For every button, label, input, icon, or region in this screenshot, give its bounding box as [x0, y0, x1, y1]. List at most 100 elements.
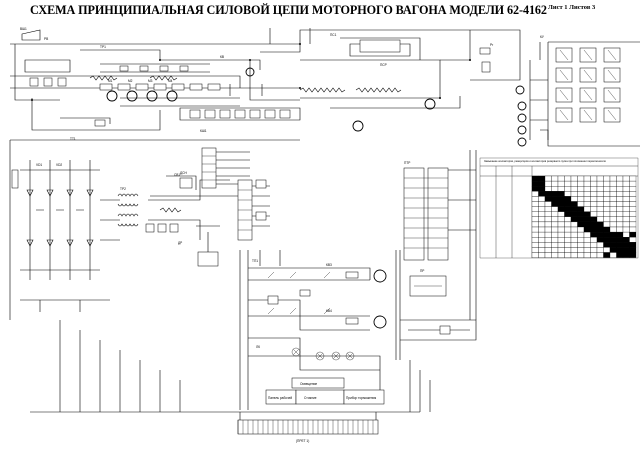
table-header: Замыкание контакторов, реверсоров и конт… [484, 159, 606, 163]
table-cell [609, 201, 617, 207]
table-cell [616, 175, 624, 182]
block-pr-label: ПР [420, 269, 424, 273]
motor-1-label: M1 [108, 79, 113, 83]
resistor-bank [517, 41, 640, 147]
motor-1-symbol [106, 90, 118, 102]
table-cell [557, 196, 565, 202]
table-cell [583, 221, 591, 228]
table-cell [551, 252, 559, 258]
top-power-circuit: ВШ1 РВ ТР1 КВ ПС1 ПСР M1 M2 M3 M4 ТТ1 КШ… [10, 27, 545, 141]
table-cell [564, 180, 572, 187]
table-cell [583, 231, 591, 238]
table-cell [603, 186, 611, 192]
table-cell [538, 196, 546, 202]
table-cell [609, 226, 617, 233]
connector-cells [237, 420, 374, 434]
table-cell [629, 226, 637, 233]
bottom-connector-label: (ПРЕТ 1) [296, 439, 309, 443]
table-cell [596, 226, 604, 233]
table-cell [557, 252, 565, 258]
drive-circuit: КВ3 КВ4 ТП1 ЛК Освещение Панель рабочей … [239, 250, 387, 410]
table-cell [596, 175, 604, 182]
svg-text:ЛК: ЛК [256, 345, 260, 349]
table-cell [622, 231, 630, 238]
table-cell [583, 186, 591, 192]
table-cell [538, 180, 546, 187]
table-cell [564, 211, 572, 217]
table-cell [531, 206, 539, 212]
table-cell [557, 180, 565, 187]
table-cell [609, 231, 617, 238]
table-cell [629, 196, 637, 202]
table-cell [557, 175, 565, 182]
table-cell [577, 196, 585, 202]
table-cell [609, 242, 617, 248]
table-cell [590, 216, 598, 223]
table-cell [609, 180, 617, 187]
table-cell [609, 252, 617, 258]
table-cell [557, 221, 565, 228]
table-cell [538, 221, 546, 228]
table-cell [603, 226, 611, 233]
table-cell [557, 191, 565, 197]
svg-text:ДР: ДР [178, 241, 182, 245]
table-cell [557, 226, 565, 233]
table-cell [570, 221, 578, 228]
table-cell [583, 201, 591, 207]
table-cell [577, 175, 585, 182]
table-cell [538, 175, 546, 182]
motor-3-symbol [146, 90, 158, 102]
table-cell [609, 186, 617, 192]
table-cell [596, 237, 604, 243]
table-cell [531, 231, 539, 238]
table-cell [570, 252, 578, 258]
table-cell [609, 196, 617, 202]
table-cell [622, 211, 630, 217]
svg-text:ПСР: ПСР [380, 63, 387, 67]
diagram-title: СХЕМА ПРИНЦИПИАЛЬНАЯ СИЛОВОЙ ЦЕПИ МОТОРН… [30, 3, 547, 17]
table-cell [590, 175, 598, 182]
table-cell [551, 201, 559, 207]
table-cell [590, 191, 598, 197]
table-cell [616, 196, 624, 202]
table-cell [616, 180, 624, 187]
table-cell [551, 221, 559, 228]
table-cell [570, 196, 578, 202]
relay-block-label: ДСН [180, 171, 187, 175]
table-cell [616, 191, 624, 197]
table-cell [564, 206, 572, 212]
table-cell [616, 206, 624, 212]
table-cell [583, 247, 591, 253]
table-cell [564, 242, 572, 248]
table-cell [603, 247, 611, 253]
table-cell [577, 242, 585, 248]
table-cell [544, 242, 552, 248]
table-cell [531, 237, 539, 243]
table-cell [583, 206, 591, 212]
table-cell [629, 211, 637, 217]
table-cell [551, 206, 559, 212]
table-cell [564, 237, 572, 243]
motor-3-label: M3 [148, 79, 153, 83]
table-cell [570, 201, 578, 207]
table-cell [564, 252, 572, 258]
table-cell [531, 216, 539, 223]
table-cell [557, 206, 565, 212]
motor-4-symbol [166, 90, 178, 102]
table-cell [531, 221, 539, 228]
table-cell [538, 191, 546, 197]
table-cell [622, 201, 630, 207]
table-cell [609, 191, 617, 197]
svg-text:Освещение: Освещение [300, 382, 317, 386]
table-cell [570, 206, 578, 212]
sheet-number: Лист 1 Листов 3 [548, 4, 596, 11]
table-cell [564, 201, 572, 207]
table-cell [603, 175, 611, 182]
svg-text:ТР1: ТР1 [100, 45, 106, 49]
table-cell [603, 216, 611, 223]
table-cell [551, 180, 559, 187]
table-cell [557, 216, 565, 223]
table-cell [564, 221, 572, 228]
table-cell [557, 211, 565, 217]
table-cell [616, 226, 624, 233]
